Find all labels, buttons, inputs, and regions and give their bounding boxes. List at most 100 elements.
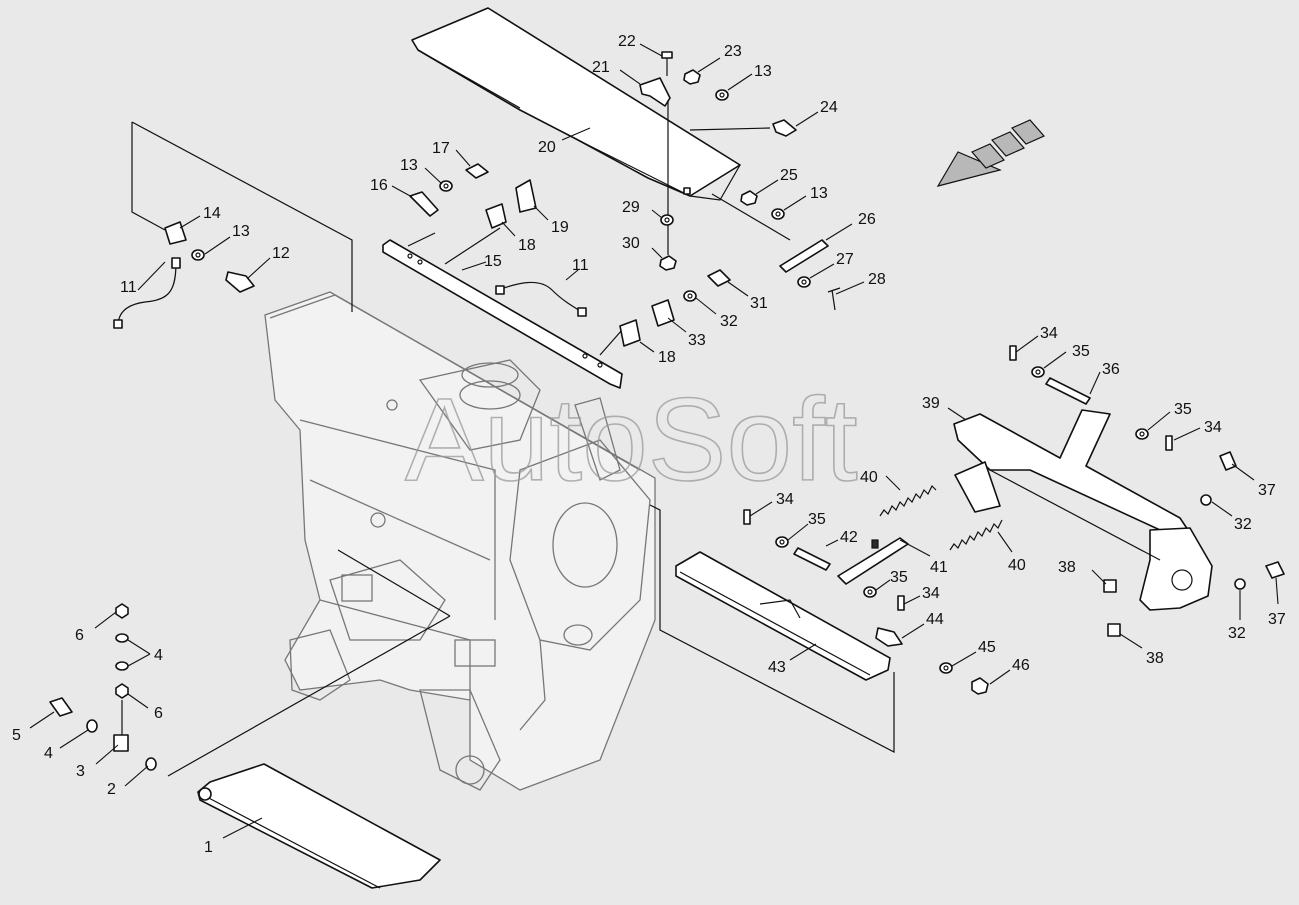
part-2-washer bbox=[145, 757, 157, 771]
part-40-spring bbox=[949, 519, 1003, 551]
callout-41: 41 bbox=[930, 559, 948, 576]
callout-13: 13 bbox=[400, 157, 418, 174]
part-29-washer bbox=[660, 214, 674, 226]
part-16-bolt bbox=[409, 191, 439, 217]
callout-38: 38 bbox=[1146, 650, 1164, 667]
callout-13: 13 bbox=[810, 185, 828, 202]
part-26-pin bbox=[779, 239, 829, 273]
callout-34: 34 bbox=[1204, 419, 1222, 436]
callout-23: 23 bbox=[724, 43, 742, 60]
part-34-pin bbox=[743, 509, 751, 525]
callout-24: 24 bbox=[820, 99, 838, 116]
part-17-bolt bbox=[465, 163, 489, 179]
part-15-rail bbox=[382, 239, 623, 389]
forward-arrow-icon bbox=[936, 119, 1045, 187]
callout-31: 31 bbox=[750, 295, 768, 312]
part-32-washer bbox=[1234, 578, 1246, 590]
callout-28: 28 bbox=[868, 271, 886, 288]
callout-35: 35 bbox=[890, 569, 908, 586]
callout-15: 15 bbox=[484, 253, 502, 270]
part-13-washer bbox=[191, 249, 205, 261]
assembly-axis-line bbox=[689, 127, 771, 131]
callout-35: 35 bbox=[808, 511, 826, 528]
part-18-bracket bbox=[619, 319, 641, 347]
part-25-nut bbox=[740, 190, 758, 206]
callout-32: 32 bbox=[1234, 516, 1252, 533]
callout-1: 1 bbox=[204, 839, 213, 856]
callout-42: 42 bbox=[840, 529, 858, 546]
part-40-spring bbox=[879, 484, 937, 517]
part-5-bolt bbox=[49, 697, 73, 717]
callout-4: 4 bbox=[44, 745, 53, 762]
callout-46: 46 bbox=[1012, 657, 1030, 674]
part-4-washer bbox=[115, 661, 129, 671]
part-37-bolt bbox=[1219, 451, 1237, 471]
assembly-axis-line bbox=[599, 329, 623, 356]
part-30-nut bbox=[659, 255, 677, 271]
part-44-bolt bbox=[875, 627, 903, 647]
callout-33: 33 bbox=[688, 332, 706, 349]
leader-lines bbox=[29, 43, 1279, 839]
callout-34: 34 bbox=[1040, 325, 1058, 342]
part-23-nut bbox=[683, 69, 701, 85]
callout-11: 11 bbox=[572, 257, 589, 274]
callout-11: 11 bbox=[120, 279, 137, 296]
part-36-shaft bbox=[1045, 377, 1091, 405]
part-27-washer bbox=[797, 276, 811, 288]
part-42-pin bbox=[793, 547, 831, 571]
callout-3: 3 bbox=[76, 763, 85, 780]
part-12-bolt bbox=[225, 271, 255, 293]
callout-27: 27 bbox=[836, 251, 854, 268]
part-46-nut bbox=[971, 677, 989, 695]
callout-13: 13 bbox=[754, 63, 772, 80]
part-11-hose bbox=[113, 257, 181, 329]
part-3-clamp-bolt bbox=[113, 700, 129, 752]
part-35-washer bbox=[775, 536, 789, 548]
callout-35: 35 bbox=[1072, 343, 1090, 360]
callout-32: 32 bbox=[720, 313, 738, 330]
callout-13: 13 bbox=[232, 223, 250, 240]
part-35-washer bbox=[863, 586, 877, 598]
callout-44: 44 bbox=[926, 611, 944, 628]
callout-6: 6 bbox=[75, 627, 84, 644]
part-14-bracket bbox=[164, 221, 187, 245]
callout-14: 14 bbox=[203, 205, 221, 222]
callout-32: 32 bbox=[1228, 625, 1246, 642]
part-24-bolt bbox=[772, 119, 797, 137]
part-45-washer bbox=[939, 662, 953, 674]
part-32-washer bbox=[1200, 494, 1212, 506]
part-22-bolt bbox=[661, 51, 673, 76]
callout-18: 18 bbox=[658, 349, 676, 366]
part-28-cotter-pin bbox=[827, 287, 841, 311]
assembly-axis-line bbox=[444, 227, 501, 265]
part-34-pin bbox=[1009, 345, 1017, 361]
part-35-washer bbox=[1031, 366, 1045, 378]
callout-37: 37 bbox=[1258, 482, 1276, 499]
callout-36: 36 bbox=[1102, 361, 1120, 378]
assembly-axis-line bbox=[407, 232, 436, 247]
assembly-axis-line bbox=[711, 193, 791, 241]
part-38-clip bbox=[1107, 623, 1121, 637]
part-35-washer bbox=[1135, 428, 1149, 440]
part-19-bracket bbox=[515, 179, 537, 213]
callout-20: 20 bbox=[538, 139, 556, 156]
callout-17: 17 bbox=[432, 140, 450, 157]
callout-40: 40 bbox=[1008, 557, 1026, 574]
part-33-bracket bbox=[651, 299, 675, 327]
part-31-bolt bbox=[707, 269, 731, 287]
watermark-text: AutoSoft bbox=[405, 374, 858, 506]
callout-5: 5 bbox=[12, 727, 21, 744]
callout-34: 34 bbox=[776, 491, 794, 508]
callout-37: 37 bbox=[1268, 611, 1286, 628]
callout-16: 16 bbox=[370, 177, 388, 194]
part-38-clip bbox=[1103, 579, 1117, 593]
callout-12: 12 bbox=[272, 245, 290, 262]
callout-2: 2 bbox=[107, 781, 116, 798]
callout-labels: 1 2 3 4 4 5 6 6 11 11 12 13 13 13 13 14 … bbox=[12, 33, 1286, 856]
callout-18: 18 bbox=[518, 237, 536, 254]
callout-40: 40 bbox=[860, 469, 878, 486]
part-20-top-cover bbox=[411, 7, 741, 201]
callout-34: 34 bbox=[922, 585, 940, 602]
